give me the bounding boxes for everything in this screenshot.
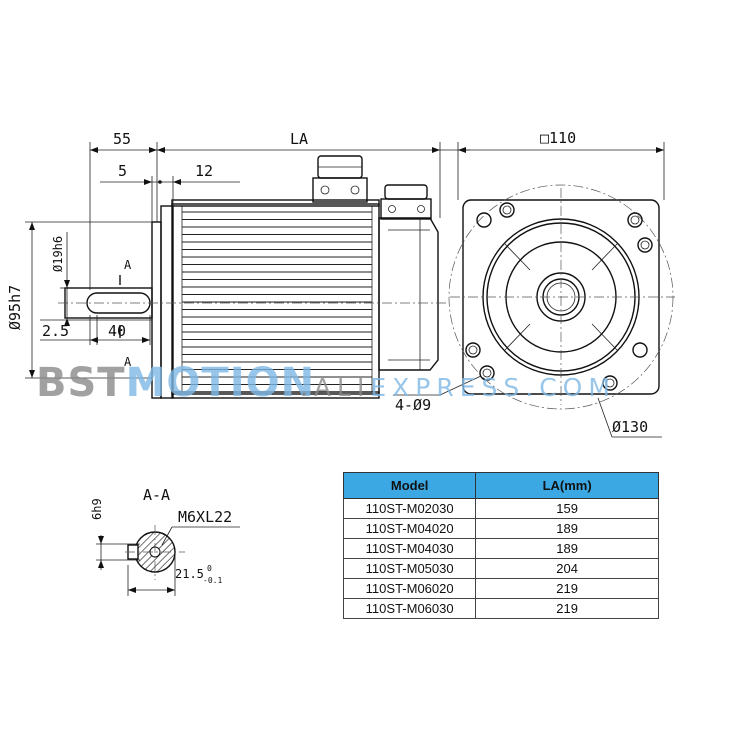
watermark-domain-prefix: .ALI [300, 373, 370, 402]
section-mark-top: A [124, 258, 132, 272]
cooling-fins [181, 206, 373, 392]
dim-shaft-diameter: Ø19h6 [51, 236, 65, 272]
dim-shoulder: 5 [118, 162, 127, 180]
table-row: 110ST-M02030 159 [342, 498, 659, 519]
side-view: 55 LA 5 12 Ø95h7 Ø19h6 A A 2.5 40 [6, 130, 470, 399]
table-row: 110ST-M05030 204 [342, 558, 659, 579]
dim-flange-square: □110 [540, 129, 576, 147]
table-header-row: Model LA(mm) [342, 472, 659, 499]
watermark: BSTMOTION .ALIEXPRESS.COM [36, 360, 616, 406]
dim-key-offset: 2.5 [42, 322, 69, 340]
table-row: 110ST-M04030 189 [342, 538, 659, 559]
section-thread: M6XL22 [178, 508, 232, 526]
cell-la: 219 [475, 578, 659, 599]
table-row: 110ST-M06020 219 [342, 578, 659, 599]
dim-pilot-diameter: Ø95h7 [6, 285, 24, 330]
dim-body-length: LA [290, 130, 308, 148]
cell-la: 189 [475, 538, 659, 559]
section-tol-upper: 0 [207, 564, 212, 573]
cell-la: 189 [475, 518, 659, 539]
cell-model: 110ST-M04020 [342, 518, 477, 539]
front-view: □110 4-Ø9 Ø130 [393, 129, 675, 438]
header-model: Model [342, 472, 477, 499]
dim-shaft-extension: 55 [113, 130, 131, 148]
cell-model: 110ST-M06030 [342, 598, 477, 619]
svg-text:.ALIEXPRESS.COM: .ALIEXPRESS.COM [300, 373, 616, 402]
section-mark-bottom: A [124, 355, 132, 369]
table-row: 110ST-M04020 189 [342, 518, 659, 539]
section-title: A-A [143, 486, 170, 504]
dim-mounting-holes: 4-Ø9 [395, 396, 431, 414]
section-tol-lower: -0.1 [203, 576, 222, 585]
watermark-brand-dark: BST [36, 360, 126, 406]
section-depth-value: 21.5 [175, 567, 204, 581]
section-key-width: 6h9 [90, 498, 104, 520]
watermark-domain-rest: EXPRESS.COM [370, 373, 616, 402]
cell-model: 110ST-M02030 [342, 498, 477, 519]
table-row: 110ST-M06030 219 [342, 598, 659, 619]
header-la: LA(mm) [475, 472, 659, 499]
cell-la: 159 [475, 498, 659, 519]
dim-bolt-circle: Ø130 [612, 418, 648, 436]
section-view: A-A 6h9 M6XL22 21.5 0 -0.1 [90, 486, 240, 596]
dim-flange-thickness: 12 [195, 162, 213, 180]
spec-table: Model LA(mm) 110ST-M02030 159 110ST-M040… [342, 472, 659, 619]
cell-model: 110ST-M04030 [342, 538, 477, 559]
cell-model: 110ST-M06020 [342, 578, 477, 599]
cell-la: 219 [475, 598, 659, 619]
svg-text:BSTMOTION: BSTMOTION [36, 360, 315, 406]
cell-model: 110ST-M05030 [342, 558, 477, 579]
dim-key-length: 40 [108, 322, 126, 340]
cell-la: 204 [475, 558, 659, 579]
watermark-brand-blue: MOTION [126, 360, 315, 406]
